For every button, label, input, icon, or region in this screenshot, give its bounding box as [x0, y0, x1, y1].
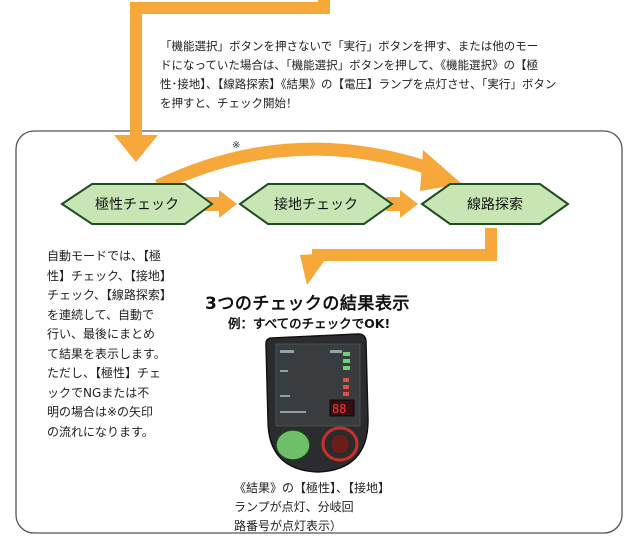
step-polarity-label: 極性チェック — [95, 197, 179, 213]
arrow-step2-to-step3 — [386, 190, 418, 218]
content-frame — [15, 130, 623, 534]
auto-mode-description: 自動モードでは、【極 性】チェック、【接地】 チェック、【線路探索】 を連続して… — [47, 249, 172, 439]
step-line-search-label: 線路探索 — [467, 196, 523, 213]
svg-text:88: 88 — [332, 402, 346, 416]
step-line-search: 線路探索 — [420, 183, 570, 225]
entry-arrow — [114, 0, 330, 162]
result-title: 3つのチェックの結果表示 — [205, 294, 410, 314]
step-ground-label: 接地チェック — [274, 196, 358, 213]
note-mark: ※ — [232, 140, 241, 151]
instruction-text: 「機能選択」ボタンを押さないで「実行」ボタンを押す、または他のモー ドになってい… — [160, 39, 557, 110]
example-text: 例：すべてのチェックでOK! — [228, 316, 391, 331]
step-ground: 接地チェック — [238, 183, 394, 225]
skip-arrow — [155, 142, 462, 192]
step-polarity: 極性チェック — [60, 183, 214, 225]
device-panel-image: 88 — [265, 333, 369, 473]
result-arrow — [300, 228, 497, 285]
result-caption: 《結果》の【極性】、【接地】 ランプが点灯、分岐回 路番号が点灯表示） — [234, 481, 391, 533]
